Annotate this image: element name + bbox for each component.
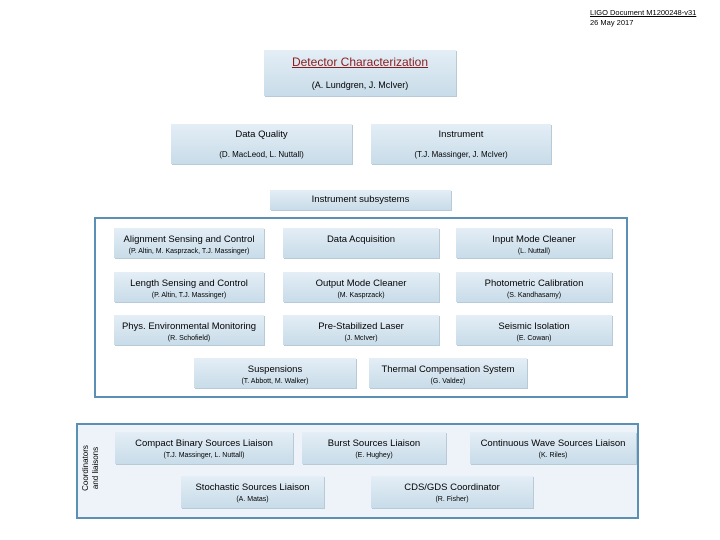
subsystem-suspensions: Suspensions (T. Abbott, M. Walker): [194, 358, 356, 388]
instrument-subsystems-label: Instrument subsystems: [311, 194, 410, 205]
side-label-line1: Coordinators: [81, 445, 90, 491]
data-quality-box: Data Quality (D. MacLeod, L. Nuttall): [171, 124, 352, 164]
detector-characterization-box: Detector Characterization (A. Lundgren, …: [264, 50, 456, 96]
subsystem-label: Output Mode Cleaner: [315, 278, 407, 289]
subsystem-members: (S. Kandhasamy): [506, 292, 562, 299]
subsystem-alignment-sensing-and-control: Alignment Sensing and Control (P. Altin,…: [114, 228, 264, 258]
subsystem-label: Alignment Sensing and Control: [123, 234, 255, 245]
subsystem-label: Phys. Environmental Monitoring: [121, 321, 257, 332]
instrument-members: (T.J. Massinger, J. McIver): [414, 150, 508, 159]
liaison-burst-sources: Burst Sources Liaison (E. Hughey): [302, 432, 446, 464]
subsystem-input-mode-cleaner: Input Mode Cleaner (L. Nuttall): [456, 228, 612, 258]
liaison-label: Burst Sources Liaison: [327, 438, 421, 449]
subsystem-photometric-calibration: Photometric Calibration (S. Kandhasamy): [456, 272, 612, 302]
coordinator-cds-gds: CDS/GDS Coordinator (R. Fisher): [371, 476, 533, 508]
subsystem-pre-stabilized-laser: Pre-Stabilized Laser (J. McIver): [283, 315, 439, 345]
subsystem-members: (L. Nuttall): [517, 248, 551, 255]
document-number: LIGO Document M1200248-v31: [590, 8, 697, 17]
subsystem-members: (M. Kasprzack): [337, 292, 385, 299]
subsystem-label: Input Mode Cleaner: [492, 234, 576, 245]
data-quality-members: (D. MacLeod, L. Nuttall): [219, 150, 304, 159]
subsystem-members: (R. Schofield): [167, 335, 211, 342]
subsystem-phys-environmental-monitoring: Phys. Environmental Monitoring (R. Schof…: [114, 315, 264, 345]
document-date: 26 May 2017: [590, 18, 634, 27]
document-id: LIGO Document M1200248-v31 26 May 2017: [590, 8, 696, 28]
liaison-label: Compact Binary Sources Liaison: [135, 438, 273, 449]
subsystem-members: (P. Altin, T.J. Massinger): [151, 292, 227, 299]
liaison-stochastic-sources: Stochastic Sources Liaison (A. Matas): [181, 476, 324, 508]
subsystem-data-acquisition: Data Acquisition: [283, 228, 439, 258]
liaison-members: (A. Matas): [236, 496, 269, 503]
liaison-members: (T.J. Massinger, L. Nuttall): [163, 452, 245, 459]
subsystem-label: Thermal Compensation System: [381, 364, 515, 375]
subsystem-label: Seismic Isolation: [498, 321, 570, 332]
data-quality-label: Data Quality: [235, 129, 288, 140]
liaison-continuous-wave-sources: Continuous Wave Sources Liaison (K. Rile…: [470, 432, 636, 464]
subsystems-frame: [94, 217, 628, 398]
subsystem-members: (G. Valdez): [430, 378, 466, 385]
subsystem-label: Suspensions: [247, 364, 303, 375]
subsystem-output-mode-cleaner: Output Mode Cleaner (M. Kasprzack): [283, 272, 439, 302]
detector-characterization-members: (A. Lundgren, J. McIver): [311, 80, 409, 90]
coordinator-members: (R. Fisher): [435, 496, 469, 503]
instrument-subsystems-box: Instrument subsystems: [270, 190, 451, 210]
liaison-label: Stochastic Sources Liaison: [195, 482, 310, 493]
instrument-box: Instrument (T.J. Massinger, J. McIver): [371, 124, 551, 164]
coordinators-side-label: Coordinators and liaisons: [76, 425, 106, 511]
subsystem-seismic-isolation: Seismic Isolation (E. Cowan): [456, 315, 612, 345]
subsystem-members: (T. Abbott, M. Walker): [241, 378, 309, 385]
subsystem-label: Length Sensing and Control: [130, 278, 248, 289]
liaison-compact-binary-sources: Compact Binary Sources Liaison (T.J. Mas…: [115, 432, 293, 464]
subsystem-label: Photometric Calibration: [484, 278, 584, 289]
liaison-members: (K. Riles): [538, 452, 568, 459]
coordinator-label: CDS/GDS Coordinator: [404, 482, 500, 493]
subsystem-members: (J. McIver): [344, 335, 378, 342]
liaison-label: Continuous Wave Sources Liaison: [480, 438, 626, 449]
subsystem-thermal-compensation-system: Thermal Compensation System (G. Valdez): [369, 358, 527, 388]
side-label-line2: and liaisons: [91, 446, 100, 490]
subsystem-label: Data Acquisition: [326, 234, 396, 245]
instrument-label: Instrument: [438, 129, 484, 140]
detector-characterization-title: Detector Characterization: [291, 55, 429, 69]
subsystem-members: (E. Cowan): [516, 335, 552, 342]
subsystem-label: Pre-Stabilized Laser: [318, 321, 404, 332]
liaison-members: (E. Hughey): [355, 452, 393, 459]
subsystem-members: (P. Altin, M. Kasprzack, T.J. Massinger): [128, 248, 250, 255]
subsystem-length-sensing-and-control: Length Sensing and Control (P. Altin, T.…: [114, 272, 264, 302]
